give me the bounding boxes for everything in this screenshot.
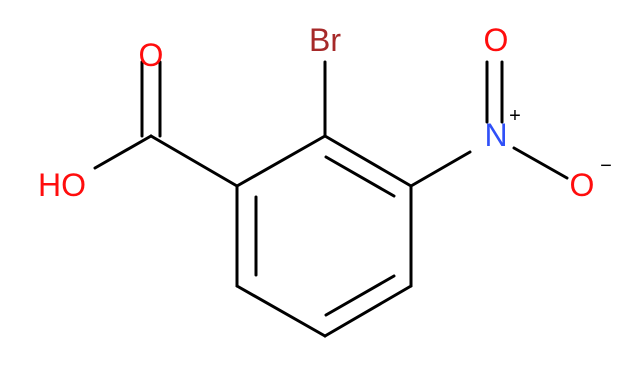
bonds xyxy=(93,60,569,338)
bond-n-o-single xyxy=(512,146,569,180)
atom-nitro-o-single: O xyxy=(570,167,595,203)
atom-nitro-n: N xyxy=(484,117,507,153)
bond-c1-carboxyl-c xyxy=(149,134,239,188)
atom-nitro-o-double: O xyxy=(484,22,509,58)
atom-hydroxyl: HO xyxy=(38,167,86,203)
nitro-o-charge: − xyxy=(600,155,612,177)
ring-inner-bond-c2-c3 xyxy=(324,155,396,198)
ring-bond-c1-c2 xyxy=(235,134,327,188)
atom-labels: O HO Br N O O xyxy=(38,22,594,203)
bond-c-oh xyxy=(93,134,153,170)
ring-bond-c4-c5 xyxy=(323,284,413,338)
atom-bromine: Br xyxy=(309,22,341,58)
nitro-n-charge: + xyxy=(509,105,521,127)
atom-carbonyl-o: O xyxy=(139,37,164,73)
bond-c3-n xyxy=(409,150,472,188)
ring-bond-c2-c3 xyxy=(323,134,413,188)
ring-inner-bond-c4-c5 xyxy=(324,274,396,317)
ring-bond-c5-c6 xyxy=(235,284,327,338)
charge-labels: + − xyxy=(509,105,612,177)
